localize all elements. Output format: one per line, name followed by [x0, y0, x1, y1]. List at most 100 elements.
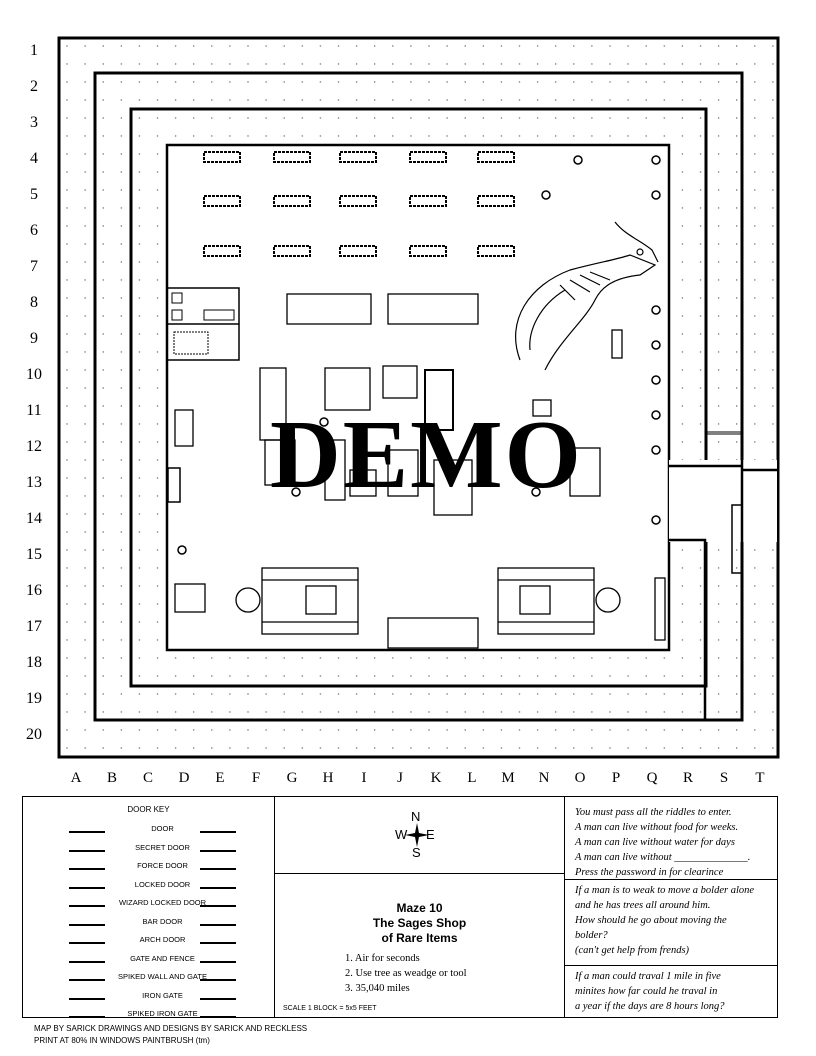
riddle-line: (can't get help from frends): [575, 945, 690, 956]
compass-n: N: [411, 809, 421, 824]
row-label: 7: [30, 258, 38, 275]
door-key-label: IRON GATE: [142, 990, 183, 1000]
riddle-line: bolder?: [575, 930, 608, 941]
row-label: 10: [26, 366, 42, 383]
row-label: 19: [26, 690, 42, 707]
item-icon: [651, 515, 661, 525]
riddle-line: Press the password in for clearince: [575, 867, 724, 878]
riddle-3: If a man could traval 1 mile in five mini…: [575, 969, 773, 1014]
compass-e: E: [426, 827, 435, 842]
riddle-line: A man can live without food for weeks.: [575, 822, 739, 833]
item-icon: [541, 190, 551, 200]
column-label: K: [430, 770, 442, 786]
row-label: 1: [30, 42, 38, 59]
column-label: O: [574, 770, 586, 786]
riddle-line: If a man could traval 1 mile in five: [575, 971, 721, 982]
door-key-item: FORCE DOOR: [23, 862, 274, 878]
wagon-right: [497, 567, 621, 635]
footer-print-note: PRINT AT 80% IN WINDOWS PAINTBRUSH (tm): [34, 1036, 210, 1045]
shelf: [409, 245, 447, 257]
footer-credit: MAP BY SARICK DRAWINGS AND DESIGNS BY SA…: [34, 1024, 308, 1033]
row-label: 6: [30, 222, 38, 239]
bar-door: [731, 504, 743, 574]
shelf-rows: [203, 151, 515, 257]
door-key-item: SPIKED IRON GATE: [23, 1010, 274, 1026]
door-key-item: BAR DOOR: [23, 917, 274, 934]
shop-room: [165, 143, 671, 652]
riddle-line: A man can live without water for days: [575, 837, 735, 848]
item-icon: [651, 340, 661, 350]
column-label: G: [286, 770, 298, 786]
item-icon: [319, 417, 329, 427]
item-icon: [651, 445, 661, 455]
shelf: [409, 151, 447, 163]
item-icon: [651, 305, 661, 315]
answer-1: 1. Air for seconds: [345, 953, 420, 964]
item-icon: [651, 190, 661, 200]
door-key-panel: DOOR KEY DOOR SECRET DOOR FORCE DOOR LOC…: [23, 797, 275, 1018]
row-label: 17: [26, 618, 42, 635]
column-label: A: [70, 770, 82, 786]
row-label: 15: [26, 546, 42, 563]
riddle-line: You must pass all the riddles to enter.: [575, 807, 732, 818]
shelf: [339, 151, 377, 163]
small-items: [177, 155, 661, 555]
shelf: [477, 151, 515, 163]
shelf: [273, 195, 311, 207]
door-key-item: GATE AND FENCE: [23, 954, 274, 971]
third-wall: [129, 107, 708, 688]
column-label: F: [251, 770, 261, 786]
column-label: T: [755, 770, 765, 786]
riddle-line: a year if the days are 8 hours long?: [575, 1001, 725, 1012]
riddle-panel: You must pass all the riddles to enter. A…: [565, 797, 777, 1017]
dragon-skeleton: [515, 221, 659, 371]
riddle-line: How should he go about moving the: [575, 915, 727, 926]
item-icon: [651, 375, 661, 385]
outer-wall: [57, 36, 780, 759]
compass-w: W: [395, 827, 408, 842]
row-label: 4: [30, 150, 38, 167]
column-label: I: [361, 770, 367, 786]
column-label: S: [719, 770, 729, 786]
title-line1: Maze 10: [396, 901, 443, 915]
row-label: 20: [26, 726, 42, 743]
riddle-line: minites how far could he traval in: [575, 986, 718, 997]
column-label: R: [682, 770, 693, 786]
riddle-line: A man can live without ______________.: [575, 852, 751, 863]
door-key-item: DOOR: [23, 825, 274, 841]
door-key-item: LOCKED DOOR: [23, 879, 274, 897]
wagon-left: [235, 567, 359, 635]
shelf: [477, 195, 515, 207]
door-key-label: LOCKED DOOR: [134, 879, 191, 889]
column-label: J: [397, 770, 403, 786]
row-label: 5: [30, 186, 38, 203]
secret-door: [706, 431, 742, 435]
column-label: Q: [646, 770, 658, 786]
title-line3: of Rare Items: [381, 931, 458, 945]
door-key-item: IRON GATE: [23, 990, 274, 1008]
title-panel: N W E S Maze 10 The Sages Shop of Rare I…: [275, 797, 565, 1017]
door-key-label: FORCE DOOR: [137, 861, 188, 870]
shelf: [409, 195, 447, 207]
column-label: C: [142, 770, 153, 786]
title-line2: The Sages Shop: [372, 916, 467, 930]
row-label: 13: [26, 474, 42, 491]
column-label: H: [322, 770, 334, 786]
row-label: 8: [30, 294, 38, 311]
door-key-label: DOOR: [151, 824, 174, 833]
row-label: 2: [30, 78, 38, 95]
row-label: 3: [30, 114, 38, 131]
left-alcoves: [166, 287, 240, 503]
door-key-label: SECRET DOOR: [135, 842, 190, 852]
door-key-label: ARCH DOOR: [139, 935, 186, 944]
riddle-line: and he has trees all around him.: [575, 900, 711, 911]
row-label: 9: [30, 330, 38, 347]
column-label: M: [501, 770, 515, 786]
shelf: [273, 151, 311, 163]
compass-s: S: [412, 845, 421, 860]
riddle-2: If a man is to weak to move a bolder alo…: [575, 883, 773, 958]
door-key-item: ARCH DOOR: [23, 936, 274, 952]
shelf: [273, 245, 311, 257]
shelf: [203, 245, 241, 257]
central-furniture: [174, 293, 666, 649]
